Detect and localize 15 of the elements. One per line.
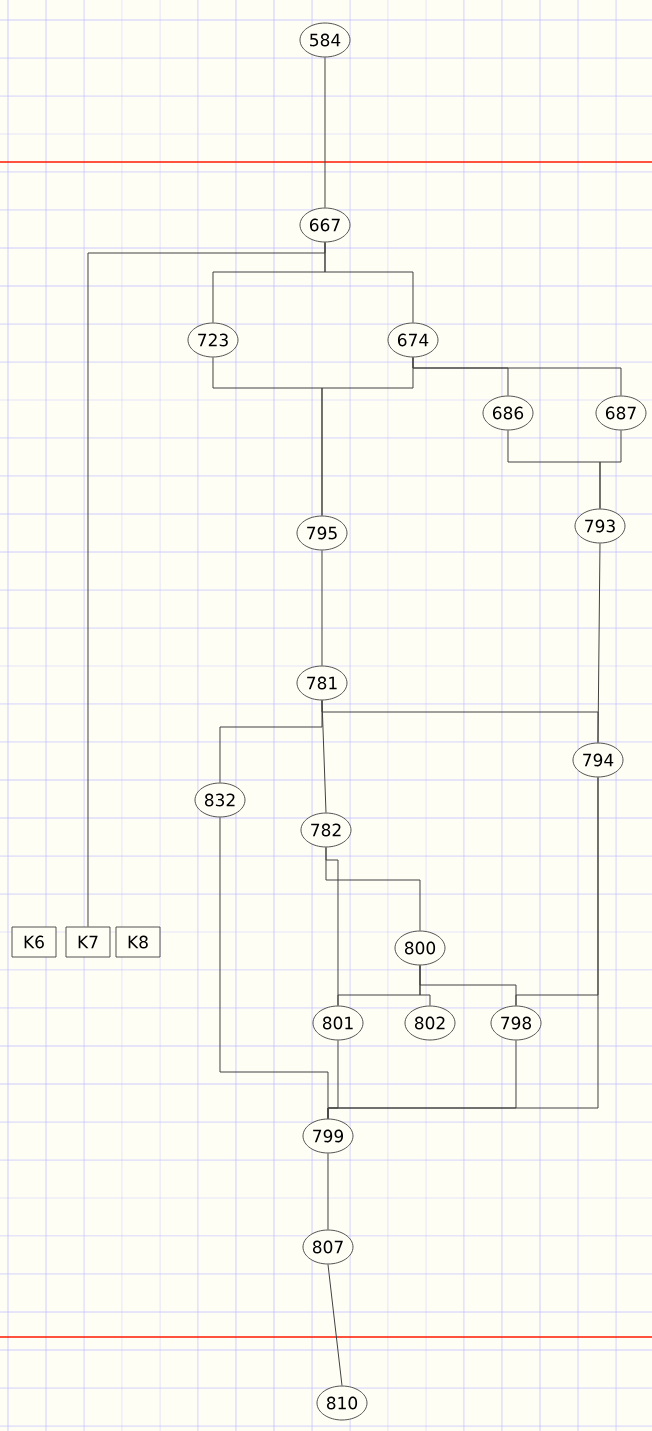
connector-line	[321, 699, 327, 814]
connector-line	[324, 56, 326, 209]
node-label: 810	[326, 1396, 358, 1410]
connector-line	[327, 776, 599, 1120]
connector-line	[324, 241, 414, 324]
connector-line	[321, 549, 323, 667]
context-box: K8	[115, 926, 161, 958]
connector-line	[327, 1152, 329, 1231]
node-label: 687	[605, 406, 636, 420]
connector-line	[327, 1263, 343, 1387]
context-box: K6	[11, 926, 57, 958]
connector-line	[599, 429, 622, 510]
connector-line	[412, 356, 622, 397]
context-box: K7	[65, 926, 111, 958]
connector-line	[325, 846, 421, 932]
